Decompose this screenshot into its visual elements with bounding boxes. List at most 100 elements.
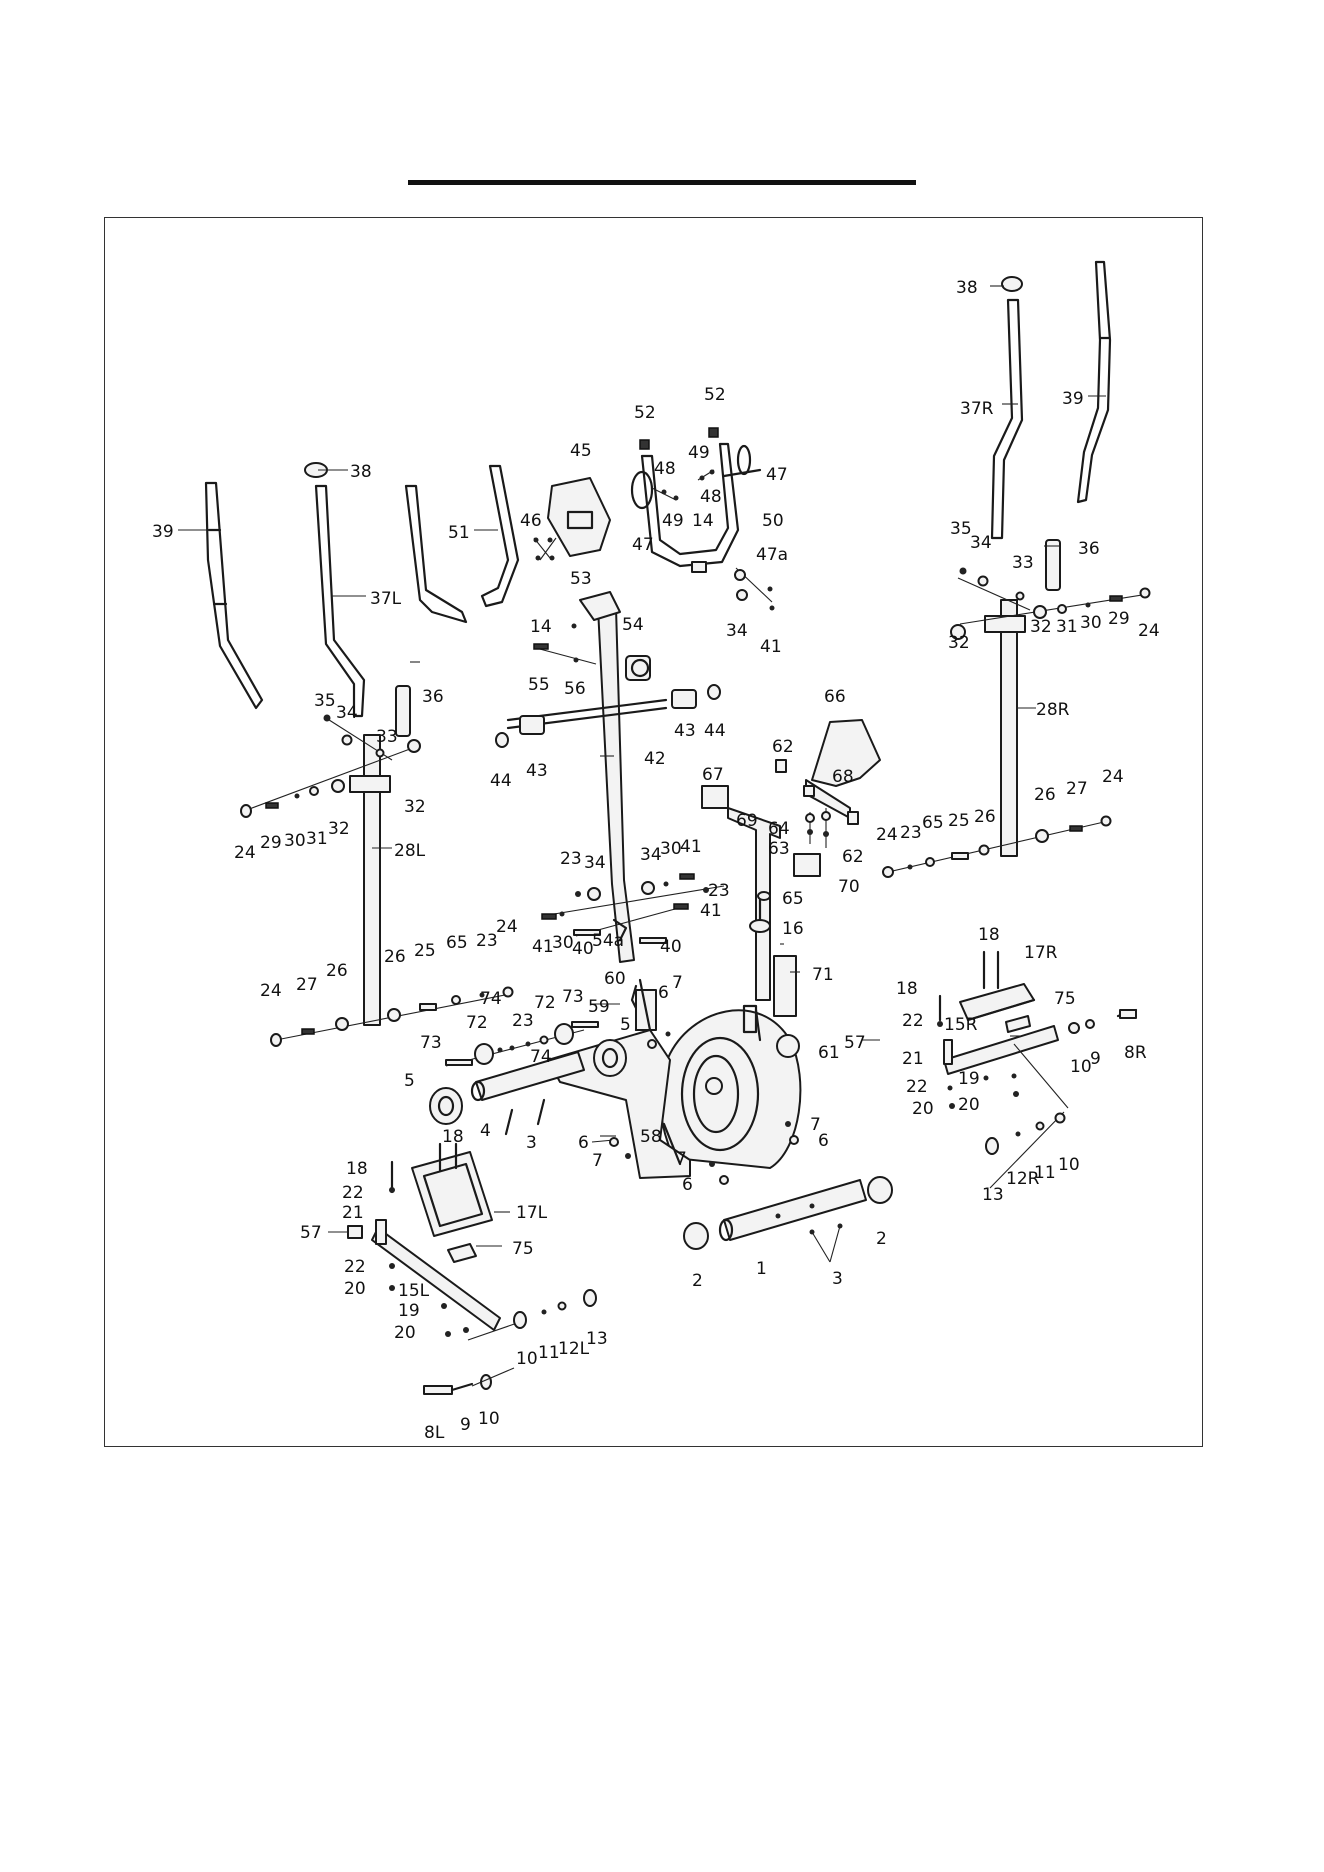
part-15l-left-pedal-arm bbox=[371, 1219, 501, 1331]
callout-7b: 7 bbox=[592, 1151, 603, 1171]
part-36-left-sleeve bbox=[395, 685, 411, 737]
callout-6b: 6 bbox=[578, 1133, 589, 1153]
callout-32l1: 32 bbox=[328, 819, 350, 839]
center-pivot-hardware bbox=[541, 873, 725, 944]
callout-1: 1 bbox=[756, 1259, 767, 1279]
callout-34r: 34 bbox=[970, 533, 992, 553]
callout-74b: 74 bbox=[530, 1047, 552, 1067]
callout-62a: 62 bbox=[772, 737, 794, 757]
callout-36r: 36 bbox=[1078, 539, 1100, 559]
callout-40b: 40 bbox=[660, 937, 682, 957]
callout-11r: 11 bbox=[1034, 1163, 1056, 1183]
part-36-right-sleeve bbox=[1045, 539, 1061, 591]
callout-19l: 19 bbox=[398, 1301, 420, 1321]
part-44-end-caps bbox=[495, 684, 721, 748]
callout-58: 58 bbox=[640, 1127, 662, 1147]
callout-40a: 40 bbox=[572, 939, 594, 959]
part-1-rear-stabilizer bbox=[718, 1179, 867, 1242]
seat-hardware bbox=[805, 808, 831, 848]
callout-14b: 14 bbox=[530, 617, 552, 637]
callout-25l: 25 bbox=[414, 941, 436, 961]
callout-69: 69 bbox=[736, 811, 758, 831]
callout-6a: 6 bbox=[658, 983, 669, 1003]
callout-41c: 41 bbox=[700, 901, 722, 921]
callout-38r: 38 bbox=[956, 278, 978, 298]
callout-4: 4 bbox=[480, 1121, 491, 1141]
callout-23c: 23 bbox=[512, 1011, 534, 1031]
callout-28r: 28R bbox=[1036, 700, 1070, 720]
callout-59: 59 bbox=[588, 997, 610, 1017]
callout-21r: 21 bbox=[902, 1049, 924, 1069]
callout-72a: 72 bbox=[466, 1013, 488, 1033]
callout-19r: 19 bbox=[958, 1069, 980, 1089]
part-28r-right-lower-arm bbox=[984, 599, 1026, 857]
callout-11l: 11 bbox=[538, 1343, 560, 1363]
part-65-washer bbox=[757, 891, 771, 901]
callout-6c: 6 bbox=[682, 1175, 693, 1195]
leader-lines bbox=[178, 285, 1106, 1247]
callout-75r: 75 bbox=[1054, 989, 1076, 1009]
callout-39l: 39 bbox=[152, 522, 174, 542]
callout-20l2: 20 bbox=[394, 1323, 416, 1343]
part-8r-right-axle bbox=[1116, 1008, 1138, 1019]
part-54-tension-knob bbox=[625, 655, 651, 681]
callout-63: 63 bbox=[768, 839, 790, 859]
callout-10r2: 10 bbox=[1058, 1155, 1080, 1175]
part-4-front-stabilizer bbox=[470, 1051, 585, 1102]
flywheel-housing bbox=[659, 1004, 802, 1169]
callout-31l: 31 bbox=[306, 829, 328, 849]
callout-29r: 29 bbox=[1108, 609, 1130, 629]
callout-42: 42 bbox=[644, 749, 666, 769]
callout-25r: 25 bbox=[948, 811, 970, 831]
callout-27r: 27 bbox=[1066, 779, 1088, 799]
callout-34c: 34 bbox=[640, 845, 662, 865]
callout-41b: 41 bbox=[680, 837, 702, 857]
callout-47b: 47 bbox=[766, 465, 788, 485]
callout-26r1: 26 bbox=[974, 807, 996, 827]
callout-35l: 35 bbox=[314, 691, 336, 711]
pulse-hardware bbox=[651, 469, 775, 611]
callout-73b: 73 bbox=[562, 987, 584, 1007]
callout-9l: 9 bbox=[460, 1415, 471, 1435]
callout-9r: 9 bbox=[1090, 1049, 1101, 1069]
part-62-seat-caps bbox=[775, 759, 859, 825]
part-75-right-bracket bbox=[1005, 1015, 1031, 1033]
callout-43a: 43 bbox=[526, 761, 548, 781]
callout-22l1: 22 bbox=[342, 1183, 364, 1203]
part-15r-right-pedal-arm bbox=[943, 1025, 1059, 1075]
callout-7d: 7 bbox=[810, 1115, 821, 1135]
callout-49b: 49 bbox=[662, 511, 684, 531]
callout-61: 61 bbox=[818, 1043, 840, 1063]
callout-24l3: 24 bbox=[260, 981, 282, 1001]
part-39-left-handlebar bbox=[204, 481, 264, 710]
callout-65r: 65 bbox=[922, 813, 944, 833]
part-47-pulse-sensors bbox=[630, 444, 762, 510]
callout-41a: 41 bbox=[760, 637, 782, 657]
callout-30l: 30 bbox=[284, 831, 306, 851]
callout-13l: 13 bbox=[586, 1329, 608, 1349]
callout-60: 60 bbox=[604, 969, 626, 989]
part-69-seat-post bbox=[727, 807, 781, 1001]
callout-3a: 3 bbox=[526, 1133, 537, 1153]
part-67-post-cap bbox=[701, 785, 729, 809]
part-71-post-sleeve bbox=[773, 955, 797, 1017]
callout-31r: 31 bbox=[1056, 617, 1078, 637]
callout-53: 53 bbox=[570, 569, 592, 589]
stabilizer-hardware bbox=[445, 1021, 599, 1136]
callout-22l2: 22 bbox=[344, 1257, 366, 1277]
callout-18r2: 18 bbox=[896, 979, 918, 999]
callout-3b: 3 bbox=[832, 1269, 843, 1289]
part-28l-left-lower-arm bbox=[349, 734, 391, 1026]
callout-32r1: 32 bbox=[948, 633, 970, 653]
callout-52a: 52 bbox=[634, 403, 656, 423]
callout-10l2: 10 bbox=[478, 1409, 500, 1429]
callout-22r1: 22 bbox=[902, 1011, 924, 1031]
callout-68: 68 bbox=[832, 767, 854, 787]
title-rule bbox=[408, 180, 916, 185]
callout-34b: 34 bbox=[584, 853, 606, 873]
frame-hardware bbox=[591, 1031, 799, 1185]
callout-50: 50 bbox=[762, 511, 784, 531]
callout-32r2: 32 bbox=[1030, 617, 1052, 637]
part-75-left-bracket bbox=[447, 1243, 477, 1263]
callout-32l2: 32 bbox=[404, 797, 426, 817]
